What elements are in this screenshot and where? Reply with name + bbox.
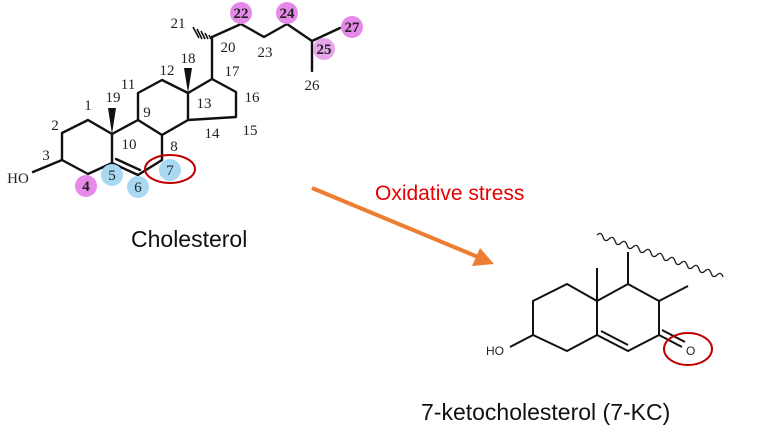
svg-text:9: 9: [143, 105, 151, 121]
hydroxyl-label: HO: [7, 171, 29, 187]
cholesterol-label: Cholesterol: [131, 226, 247, 252]
svg-text:8: 8: [170, 139, 178, 155]
svg-text:22: 22: [234, 6, 249, 22]
svg-text:1: 1: [84, 98, 92, 114]
svg-text:15: 15: [243, 123, 258, 139]
oxidative-stress-label: Oxidative stress: [375, 182, 524, 205]
carbon-numbers: 1 2 3 8 9 10 11 12 13 14 15 16 17 18 19 …: [42, 6, 360, 196]
svg-text:26: 26: [305, 78, 321, 94]
svg-text:17: 17: [225, 64, 241, 80]
svg-text:2: 2: [51, 118, 59, 134]
svg-text:25: 25: [317, 42, 332, 58]
7kc-label: 7-ketocholesterol (7-KC): [421, 399, 670, 425]
svg-text:11: 11: [121, 77, 135, 93]
highlight-circle-keto: [663, 332, 713, 366]
svg-text:12: 12: [160, 63, 175, 79]
svg-text:14: 14: [205, 126, 221, 142]
svg-text:6: 6: [134, 180, 142, 196]
svg-text:16: 16: [245, 90, 261, 106]
svg-text:7: 7: [166, 163, 174, 179]
7kc-hydroxyl-label: HO: [486, 344, 504, 358]
svg-text:23: 23: [258, 45, 273, 61]
7kc-oxygen-label: O: [686, 344, 695, 358]
svg-text:18: 18: [181, 51, 196, 67]
svg-text:13: 13: [197, 96, 212, 112]
svg-text:3: 3: [42, 148, 50, 164]
svg-text:20: 20: [221, 40, 236, 56]
svg-text:24: 24: [280, 6, 296, 22]
svg-text:10: 10: [122, 137, 137, 153]
svg-text:5: 5: [108, 168, 116, 184]
cholesterol-badges: [75, 2, 363, 198]
reaction-arrow: [311, 186, 494, 266]
svg-text:27: 27: [345, 20, 361, 36]
highlight-circle-c7: [144, 154, 196, 184]
svg-text:4: 4: [82, 179, 90, 195]
svg-text:21: 21: [171, 16, 186, 32]
cholesterol-structure: [31, 22, 342, 177]
svg-text:19: 19: [106, 90, 121, 106]
